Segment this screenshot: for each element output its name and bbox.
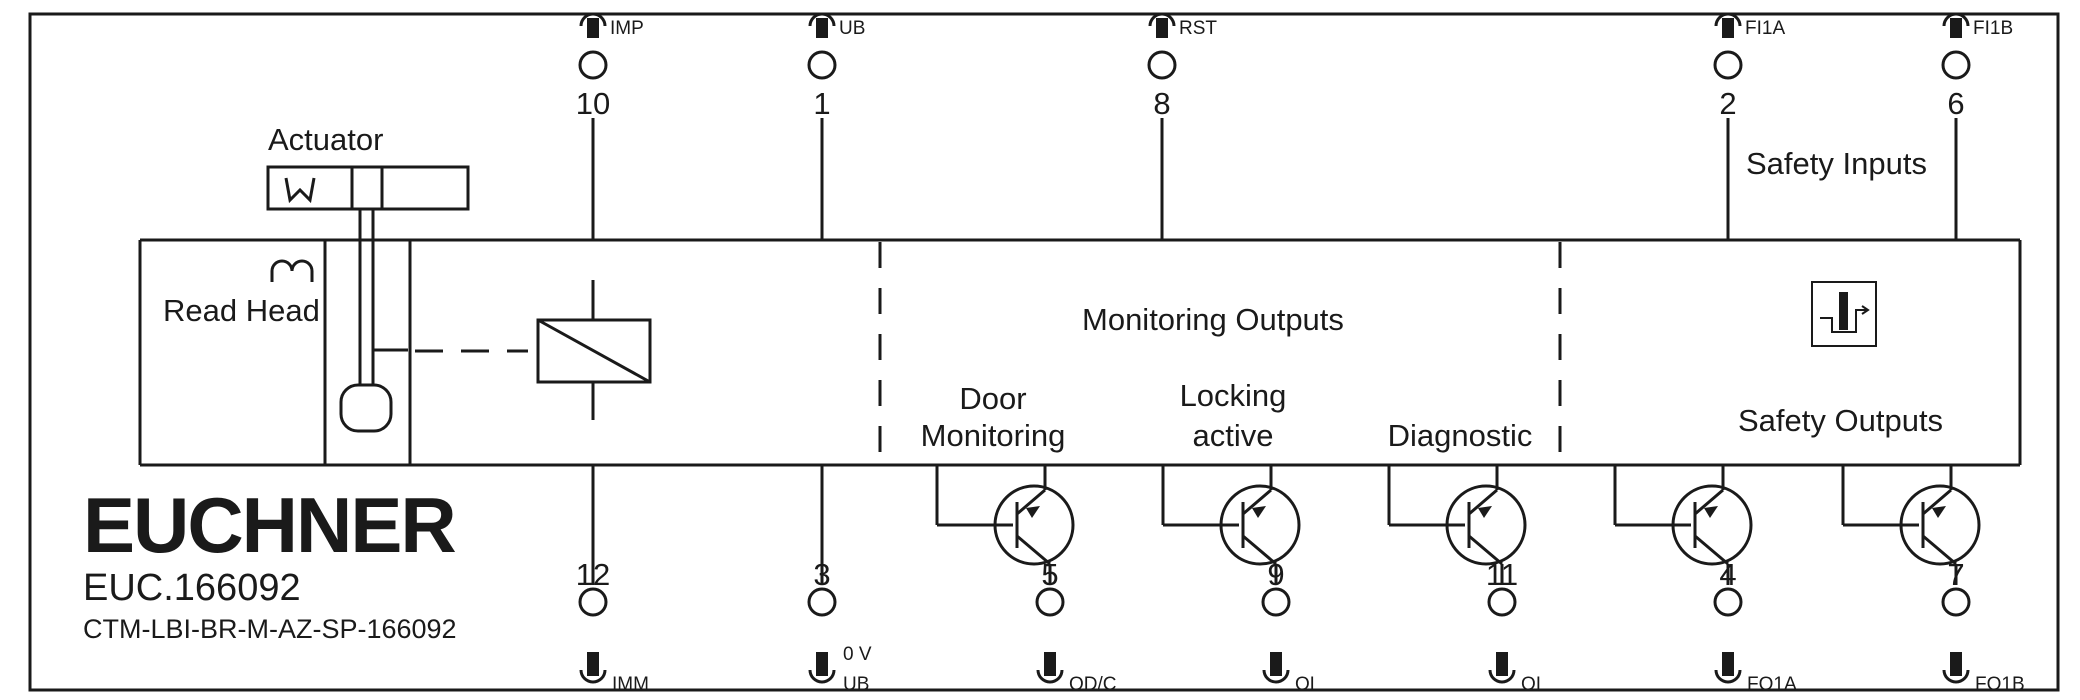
transistor-diagnostic-icon — [1387, 465, 1527, 585]
safety-inputs-label: Safety Inputs — [1746, 146, 1927, 181]
safety-output-symbol-icon — [1811, 281, 1877, 347]
pin-12-signal: IMM — [612, 674, 649, 695]
bottom-wires — [591, 465, 824, 585]
pin-12-number: 12 — [576, 557, 610, 592]
pin-3-signal: UB — [843, 674, 869, 695]
pin-4-signal: FO1A — [1747, 674, 1797, 695]
pin-3-extra: 0 V — [843, 644, 872, 665]
pin-10-connector — [578, 12, 608, 80]
pin-2-connector — [1713, 12, 1743, 80]
pin-9-signal: OL — [1295, 674, 1320, 695]
pin-2-signal: FI1A — [1745, 18, 1785, 39]
pin-6-number: 6 — [1947, 86, 1964, 121]
order-number: EUC.166092 — [83, 567, 301, 609]
pin-12-connector — [578, 587, 608, 684]
pin-1-number: 1 — [813, 86, 830, 121]
safety-outputs-label: Safety Outputs — [1738, 403, 1943, 438]
pin-7-signal: FO1B — [1975, 674, 2025, 695]
pin-3-connector — [807, 587, 837, 684]
pin-2-number: 2 — [1719, 86, 1736, 121]
actuator — [266, 165, 470, 433]
pin-1-signal: UB — [839, 18, 865, 39]
transistor-door-monitoring-icon — [935, 465, 1075, 585]
pin-8-connector — [1147, 12, 1177, 80]
pin-1-connector — [807, 12, 837, 80]
pin-3-number: 3 — [813, 557, 830, 592]
monitoring-outputs-label: Monitoring Outputs — [1082, 302, 1344, 337]
transistor-locking-active-icon — [1161, 465, 1301, 585]
pin-5-connector — [1035, 587, 1065, 684]
pin-8-number: 8 — [1153, 86, 1170, 121]
pin-6-signal: FI1B — [1973, 18, 2013, 39]
door-monitoring-label-line1: Door — [959, 381, 1026, 416]
outer-frame — [28, 12, 2060, 692]
relay-coil-icon — [415, 280, 652, 420]
door-monitoring-label-line2: Monitoring — [921, 418, 1066, 453]
pin-9-connector — [1261, 587, 1291, 684]
pin-4-connector — [1713, 587, 1743, 684]
top-wires — [591, 118, 1958, 240]
pin-10-number: 10 — [576, 86, 610, 121]
locking-active-label-line1: Locking — [1180, 378, 1287, 413]
pin-11-signal: OI — [1521, 674, 1541, 695]
actuator-label: Actuator — [268, 122, 383, 157]
transistor-safety-output-b-icon — [1841, 465, 1981, 585]
pin-7-connector — [1941, 587, 1971, 684]
pin-5-signal: OD/C — [1069, 674, 1117, 695]
model-number: CTM-LBI-BR-M-AZ-SP-166092 — [83, 614, 457, 644]
device-body — [138, 238, 2022, 467]
pin-6-connector — [1941, 12, 1971, 80]
pin-10-signal: IMP — [610, 18, 644, 39]
transistor-safety-output-a-icon — [1613, 465, 1753, 585]
pin-8-signal: RST — [1179, 18, 1217, 39]
pin-11-connector — [1487, 587, 1517, 684]
locking-active-label-line2: active — [1193, 418, 1274, 453]
read-head-coil-icon — [270, 259, 314, 282]
diagnostic-label: Diagnostic — [1388, 418, 1533, 453]
brand-logo: EUCHNER — [83, 481, 455, 569]
read-head-label: Read Head — [163, 293, 320, 328]
